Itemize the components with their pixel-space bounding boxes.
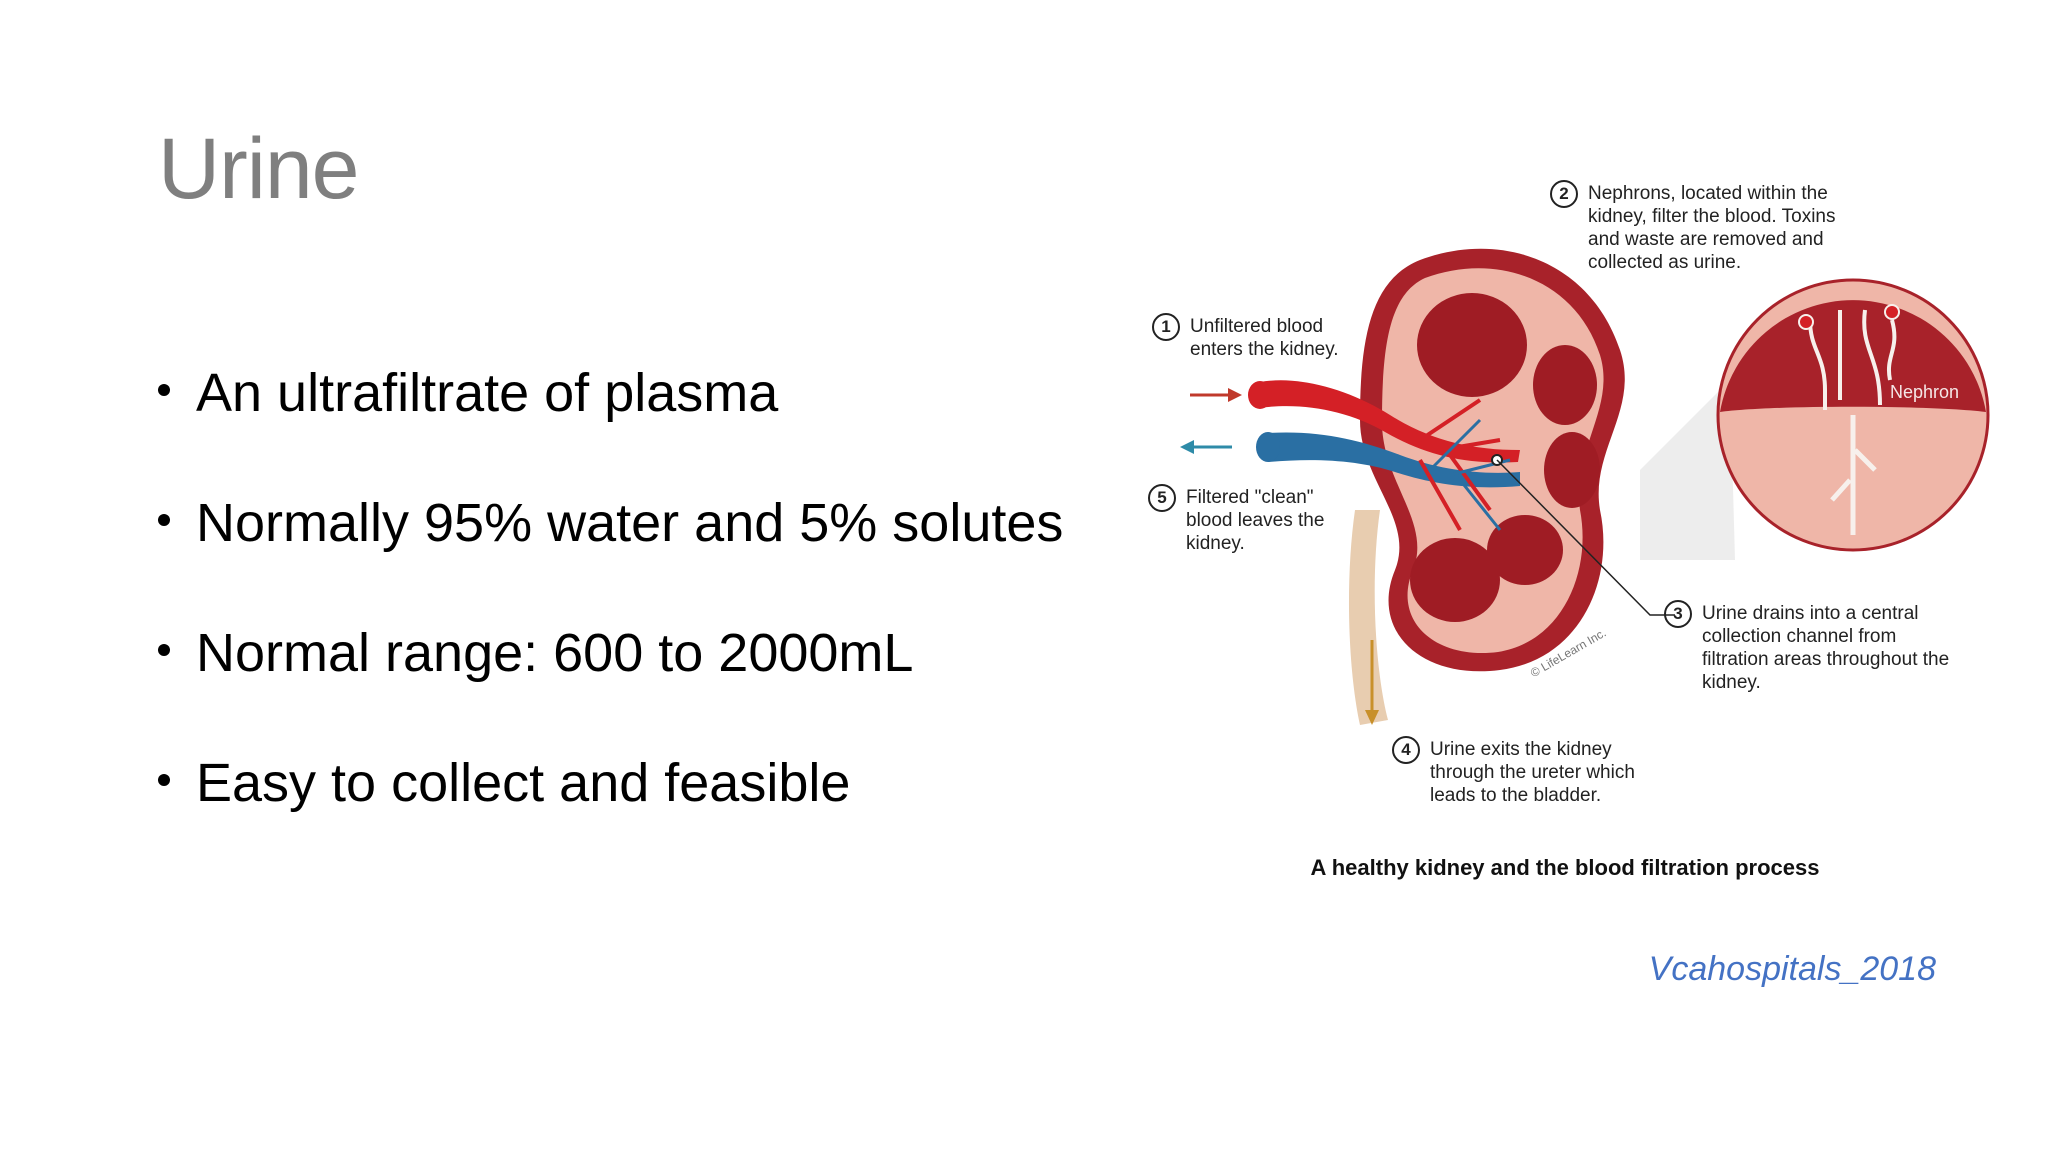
bullet-list: An ultrafiltrate of plasma Normally 95% … xyxy=(158,360,1063,880)
step-number: 3 xyxy=(1664,600,1692,628)
step-text: Urine drains into a central collection c… xyxy=(1702,603,1950,693)
bullet-text: Easy to collect and feasible xyxy=(196,753,851,813)
step-3-annotation: 3 Urine drains into a central collection… xyxy=(1664,600,1952,694)
bullet-dot xyxy=(158,384,170,396)
bullet-item: Easy to collect and feasible xyxy=(158,750,1063,880)
step-text: Urine exits the kidney through the urete… xyxy=(1430,739,1635,806)
bullet-item: Normally 95% water and 5% solutes xyxy=(158,490,1063,620)
step-text: Nephrons, located within the kidney, fil… xyxy=(1588,183,1836,273)
step-2-annotation: 2 Nephrons, located within the kidney, f… xyxy=(1550,180,1863,274)
ureter xyxy=(1348,510,1388,725)
bullet-dot xyxy=(158,514,170,526)
bullet-item: Normal range: 600 to 2000mL xyxy=(158,620,1063,750)
step-text: Unfiltered blood enters the kidney. xyxy=(1190,316,1339,360)
nephron-label: Nephron xyxy=(1890,382,1960,402)
slide-title: Urine xyxy=(158,121,360,217)
bullet-text: An ultrafiltrate of plasma xyxy=(196,363,779,423)
step-4-annotation: 4 Urine exits the kidney through the ure… xyxy=(1392,736,1680,807)
step-number: 5 xyxy=(1148,484,1176,512)
bullet-dot xyxy=(158,644,170,656)
step-text: Filtered "clean" blood leaves the kidney… xyxy=(1186,487,1325,554)
renal-artery xyxy=(1260,380,1520,463)
step-1-annotation: 1 Unfiltered blood enters the kidney. xyxy=(1152,313,1380,361)
step-number: 4 xyxy=(1392,736,1420,764)
image-credit: Vcahospitals_2018 xyxy=(1648,950,1936,988)
figure-caption: A healthy kidney and the blood filtratio… xyxy=(1310,855,1820,880)
bullet-dot xyxy=(158,774,170,786)
bullet-item: An ultrafiltrate of plasma xyxy=(158,360,1063,490)
step-5-annotation: 5 Filtered "clean" blood leaves the kidn… xyxy=(1148,484,1336,555)
kidney-figure: 1 Unfiltered blood enters the kidney. 2 … xyxy=(1120,150,2010,910)
bullet-text: Normal range: 600 to 2000mL xyxy=(196,623,914,683)
step-number: 2 xyxy=(1550,180,1578,208)
kidney-illustration xyxy=(1180,248,1990,725)
step-number: 1 xyxy=(1152,313,1180,341)
bullet-text: Normally 95% water and 5% solutes xyxy=(196,493,1064,553)
